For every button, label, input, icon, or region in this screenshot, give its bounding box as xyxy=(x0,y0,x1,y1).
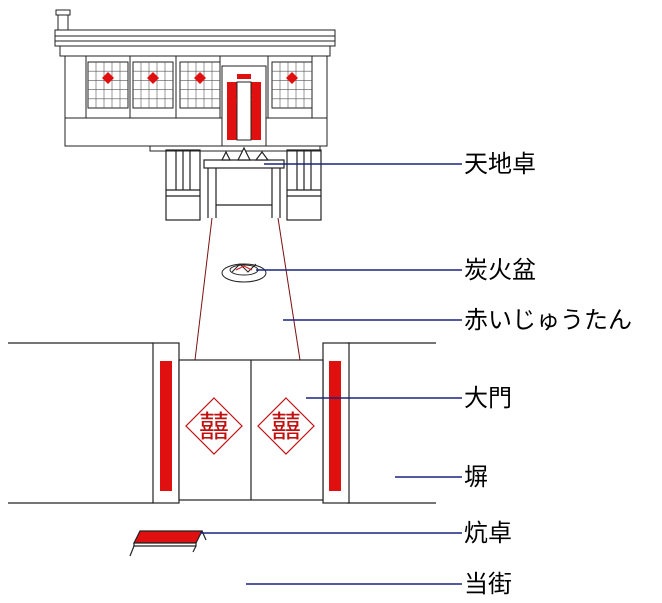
door-lintel-red xyxy=(237,74,251,79)
label-dangjie: 当街 xyxy=(464,570,512,598)
gate-post-right xyxy=(322,342,350,504)
label-kangzhuo: 炕卓 xyxy=(464,519,512,547)
kang-table xyxy=(129,530,207,557)
label-tiandizhuo: 天地卓 xyxy=(464,150,536,178)
xi-diamond-right: 囍 xyxy=(257,397,315,455)
door-couplet-left xyxy=(227,82,237,140)
xi-char-right: 囍 xyxy=(271,410,301,445)
courtyard-wall xyxy=(8,342,436,504)
house-door: 福 福 xyxy=(221,65,267,147)
door-couplet-right xyxy=(251,82,261,140)
xi-diamond-left: 囍 xyxy=(185,397,243,455)
window-red-paper-cut xyxy=(102,72,114,84)
gate-couplet-right xyxy=(329,361,341,491)
lattice-window xyxy=(271,61,313,109)
window-red-paper-cut xyxy=(194,72,206,84)
label-bing: 塀 xyxy=(464,463,488,491)
gate-post-left xyxy=(152,342,180,504)
roof xyxy=(54,29,336,47)
red-carpet xyxy=(194,217,301,361)
altar-table xyxy=(203,146,285,218)
label-tanhuopen: 炭火盆 xyxy=(464,256,536,284)
leader-lines xyxy=(200,163,462,585)
chair-right xyxy=(286,149,322,221)
label-red-carpet: 赤いじゅうたん xyxy=(464,306,632,334)
lattice-window xyxy=(132,61,174,109)
xi-char-left: 囍 xyxy=(199,410,229,445)
chimney-cap xyxy=(55,9,71,16)
lattice-window xyxy=(87,61,129,109)
window-red-paper-cut xyxy=(147,72,159,84)
windows xyxy=(87,61,313,109)
gate-couplet-left xyxy=(160,361,172,491)
base-wall xyxy=(64,117,328,147)
chair-left xyxy=(165,149,201,221)
label-damen: 大門 xyxy=(464,384,512,412)
lattice-window xyxy=(179,61,221,109)
door-fu-left: 福 xyxy=(227,91,238,105)
window-red-paper-cut xyxy=(286,72,298,84)
door-fu-right: 福 xyxy=(251,91,262,105)
brazier xyxy=(221,263,267,283)
